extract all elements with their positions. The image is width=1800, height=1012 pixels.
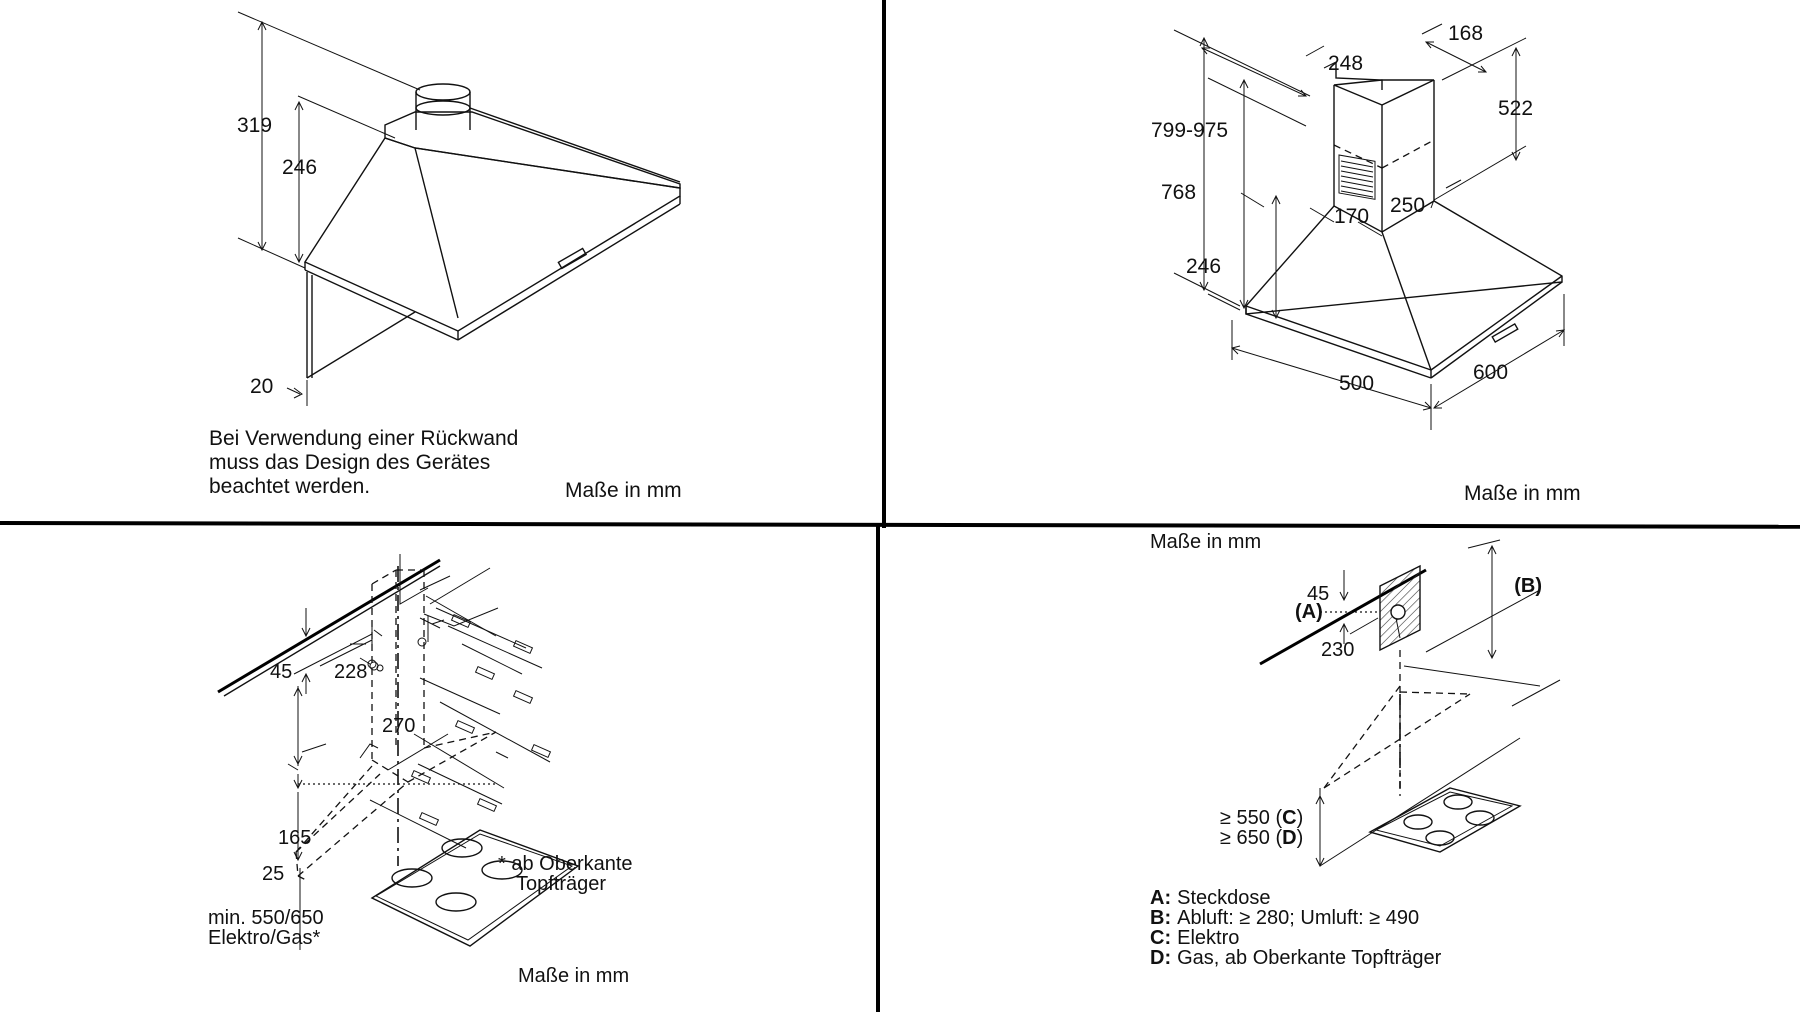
label-c-suffix: )	[1297, 807, 1304, 829]
vertical-divider-top	[882, 0, 886, 528]
dim-270: 270	[382, 715, 415, 737]
units-label: Maße in mm	[1150, 531, 1261, 553]
dim-168: 168	[1448, 22, 1483, 45]
label-d-key: D	[1282, 827, 1296, 849]
legend-b-text: Abluft: ≥ 280; Umluft: ≥ 490	[1177, 907, 1419, 929]
note-line-1: Bei Verwendung einer Rückwand	[209, 427, 518, 450]
legend-d-text: Gas, ab Oberkante Topfträger	[1177, 947, 1442, 969]
legend-d: D: Gas, ab Oberkante Topfträger	[1150, 947, 1442, 969]
wall-hood-drawing: 319 246 20 Bei Verwendung einer Rückwand…	[209, 11, 682, 502]
dim-500: 500	[1339, 372, 1374, 395]
dim-20: 20	[250, 375, 273, 398]
dim-319: 319	[237, 114, 272, 137]
dim-246: 246	[282, 156, 317, 179]
dim-165: 165	[278, 827, 311, 849]
panel-bottom-right: Maße in mm 45 (A) (B) 230 ≥ 550 (C) ≥ 65…	[880, 526, 1800, 1012]
dim-45: 45	[1307, 583, 1329, 605]
units-label: Maße in mm	[1464, 482, 1581, 505]
dim-600: 600	[1473, 361, 1508, 384]
min-line-2: Elektro/Gas*	[208, 927, 320, 949]
dim-25: 25	[262, 863, 284, 885]
label-c-row: ≥ 550 (C)	[1220, 807, 1303, 829]
legend-a: A: Steckdose	[1150, 887, 1271, 909]
label-d-row: ≥ 650 (D)	[1220, 827, 1303, 849]
footnote-line-2: Topfträger	[516, 873, 606, 895]
units-label: Maße in mm	[565, 479, 682, 502]
footnote-line-1: * ab Oberkante	[498, 853, 633, 875]
vertical-divider-bottom	[876, 526, 880, 1012]
units-label: Maße in mm	[518, 965, 629, 987]
dim-45: 45	[270, 661, 292, 683]
dim-230: 230	[1321, 639, 1354, 661]
dim-248: 248	[1328, 52, 1363, 75]
note-line-2: muss das Design des Gerätes	[209, 451, 490, 474]
note-line-3: beachtet werden.	[209, 475, 370, 498]
label-c-key: C	[1282, 807, 1296, 829]
dim-246: 246	[1186, 255, 1221, 278]
dim-522: 522	[1498, 97, 1533, 120]
legend-c: C: Elektro	[1150, 927, 1239, 949]
label-d-suffix: )	[1297, 827, 1304, 849]
socket-position-drawing: Maße in mm 45 (A) (B) 230 ≥ 550 (C) ≥ 65…	[1150, 531, 1561, 969]
panel-bottom-left: 45 228 270 165 25 min. 550/650 Elektro/G…	[0, 526, 876, 1012]
dim-768: 768	[1161, 181, 1196, 204]
chimney-hood-drawing: 248 168 522 799-975 768 246 170 250 500 …	[1151, 22, 1581, 505]
dim-799-975: 799-975	[1151, 119, 1228, 142]
legend-b-key: B:	[1150, 907, 1171, 929]
label-d-prefix: ≥ 650 (	[1220, 827, 1282, 849]
dim-228: 228	[334, 661, 367, 683]
socket-icon	[1390, 604, 1406, 620]
panel-top-left: 319 246 20 Bei Verwendung einer Rückwand…	[0, 0, 880, 520]
min-line-1: min. 550/650	[208, 907, 324, 929]
dim-170: 170	[1334, 205, 1369, 228]
mounting-drawing: 45 228 270 165 25 min. 550/650 Elektro/G…	[208, 554, 633, 987]
legend-b: B: Abluft: ≥ 280; Umluft: ≥ 490	[1150, 907, 1419, 929]
legend-a-text: Steckdose	[1177, 887, 1270, 909]
label-a: (A)	[1295, 601, 1323, 623]
dim-250: 250	[1390, 194, 1425, 217]
label-c-prefix: ≥ 550 (	[1220, 807, 1282, 829]
legend-d-key: D:	[1150, 947, 1171, 969]
legend-c-text: Elektro	[1177, 927, 1239, 949]
panel-top-right: 248 168 522 799-975 768 246 170 250 500 …	[886, 0, 1800, 520]
legend-c-key: C:	[1150, 927, 1171, 949]
legend-a-key: A:	[1150, 887, 1171, 909]
label-b: (B)	[1514, 575, 1542, 597]
